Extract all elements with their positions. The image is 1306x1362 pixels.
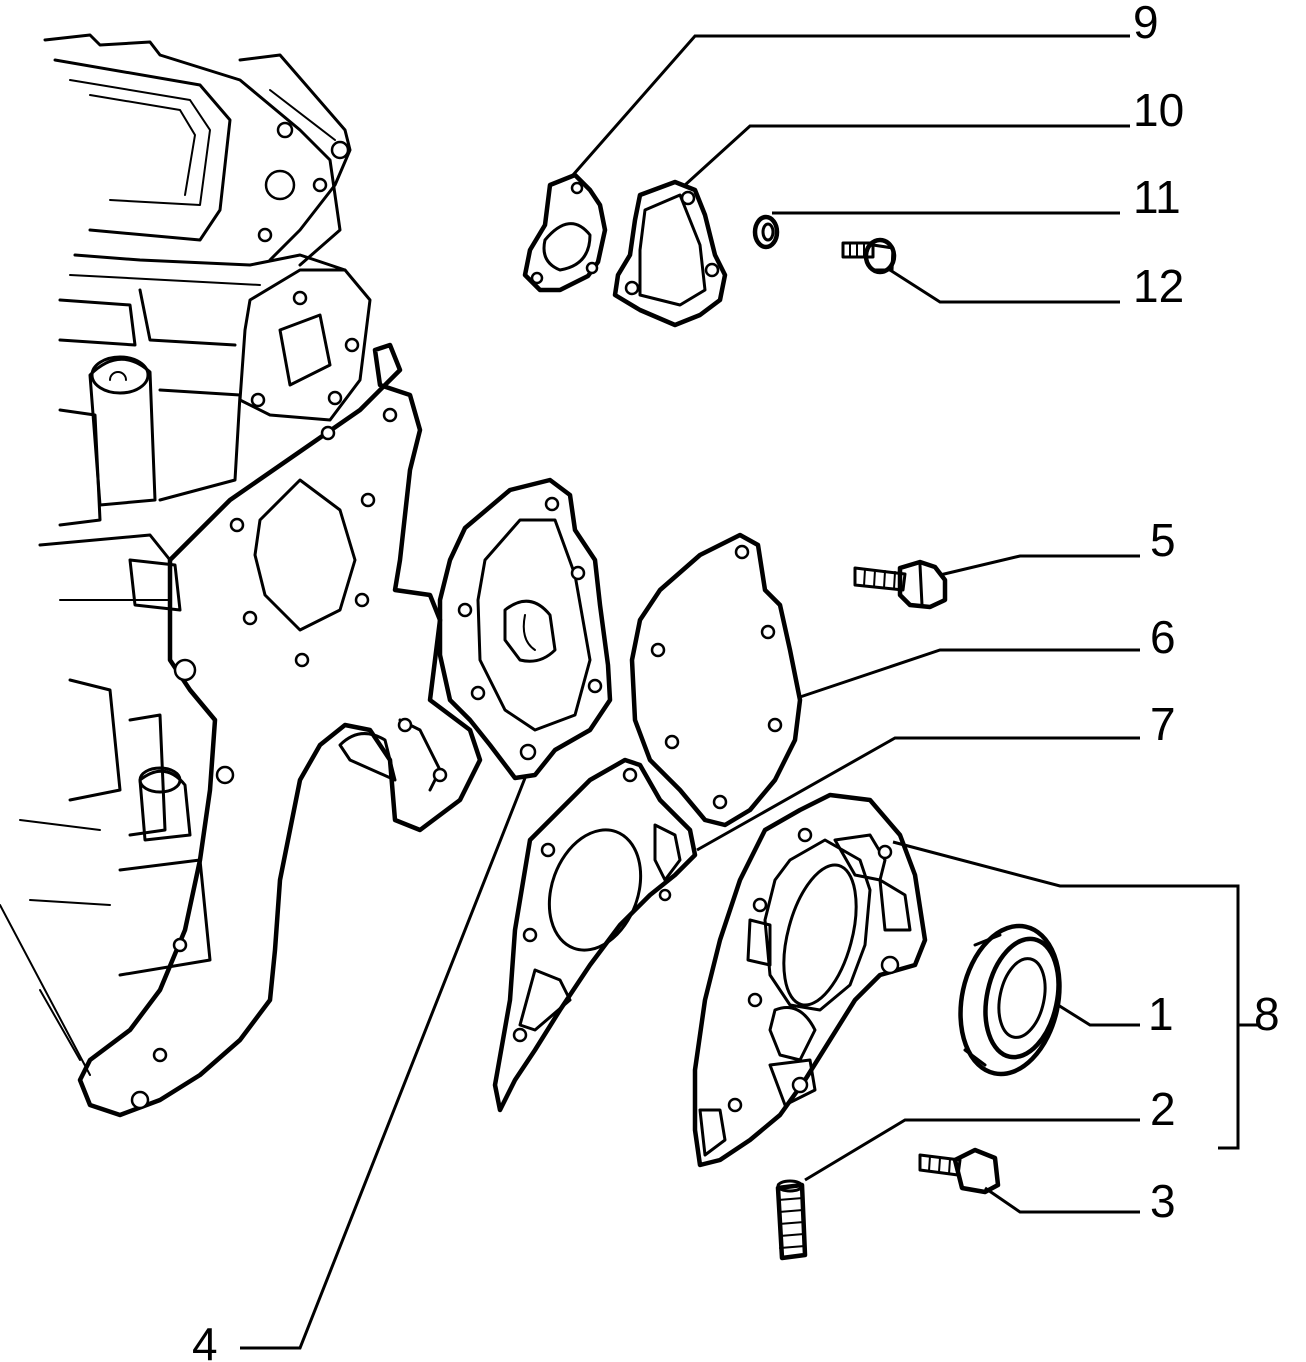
leader-3 [984, 1186, 1140, 1214]
leader-2 [804, 1118, 1140, 1182]
leader-5 [939, 554, 1140, 577]
callouts: 9 10 11 12 5 6 7 1 8 2 3 4 [192, 0, 1280, 1362]
callout-2: 2 [1150, 1083, 1176, 1135]
leader-9 [571, 34, 1130, 176]
part-2-stud [775, 1179, 808, 1261]
callout-4: 4 [192, 1318, 218, 1362]
callout-6: 6 [1150, 611, 1176, 663]
part-7-gasket [492, 757, 698, 1113]
callout-3: 3 [1150, 1175, 1176, 1227]
leader-7 [696, 736, 1140, 852]
callout-1: 1 [1148, 988, 1174, 1040]
part-9-gasket [522, 172, 608, 293]
leader-6 [799, 648, 1140, 699]
leader-4 [240, 777, 527, 1350]
part-4-gasket [437, 477, 613, 781]
leader-lines [240, 34, 1260, 1350]
part-1-oil-seal [958, 923, 1062, 1077]
callout-5: 5 [1150, 514, 1176, 566]
callout-10: 10 [1133, 84, 1184, 136]
part-5-bolt [853, 559, 948, 610]
engine-block [0, 33, 483, 1118]
callout-7: 7 [1150, 698, 1176, 750]
part-11-washer [752, 214, 780, 250]
leader-12 [889, 268, 1120, 304]
callout-9: 9 [1133, 0, 1159, 48]
leader-10 [683, 124, 1130, 187]
callout-8: 8 [1254, 988, 1280, 1040]
part-6-cover-plate [629, 532, 803, 828]
part-12-bolt [841, 237, 897, 275]
part-10-cover [612, 179, 728, 328]
leader-8 [892, 840, 1240, 1150]
part-8-seal-housing [692, 792, 928, 1168]
callout-12: 12 [1133, 260, 1184, 312]
leader-1 [1057, 1003, 1140, 1027]
callout-11: 11 [1133, 171, 1181, 223]
part-3-bolt [918, 1147, 1001, 1195]
